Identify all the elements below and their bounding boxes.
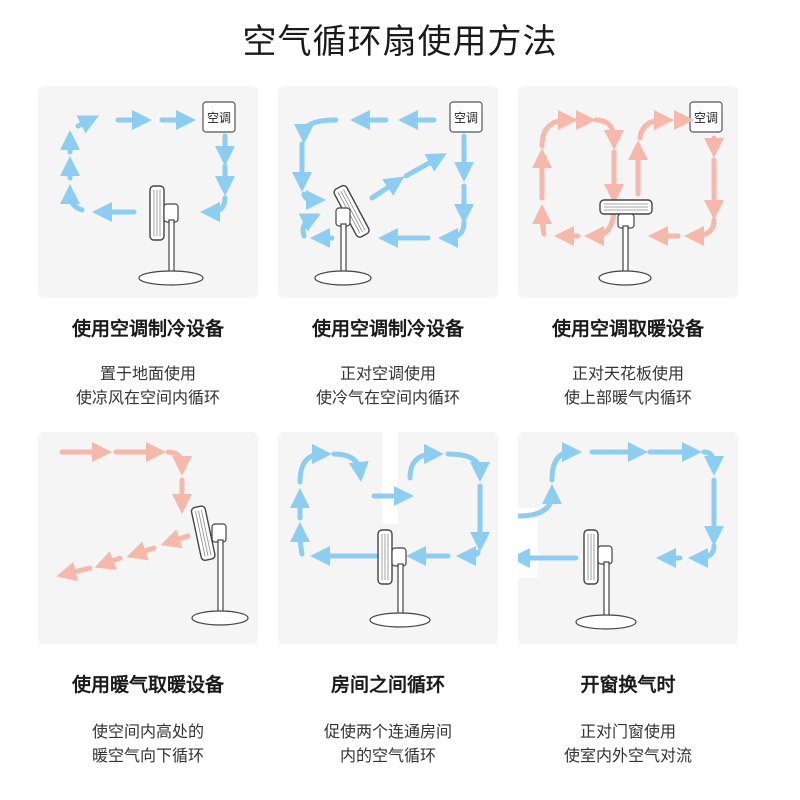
- card-title: 使用空调制冷设备: [71, 318, 224, 340]
- card-desc-line1: 使空间内高处的: [91, 722, 204, 741]
- illustration-radiator-heating: [56, 442, 249, 626]
- card-desc-line1: 正对门窗使用: [579, 722, 676, 741]
- cool-airflow-arrows: [290, 444, 490, 566]
- room-wall-divider: [382, 432, 398, 524]
- card-desc-line2: 使凉风在空间内循环: [75, 388, 220, 407]
- air-ac-unit: 空调: [689, 101, 723, 133]
- card-desc-line1: 促使两个连通房间: [323, 722, 452, 741]
- circulator-fan-icon: [190, 505, 249, 626]
- usage-card-room-to-room: [278, 432, 498, 644]
- illustration-window-ventilation: [518, 442, 724, 630]
- illustration-face-ac: 空调: [292, 101, 483, 286]
- card-title: 使用空调取暖设备: [551, 318, 704, 340]
- window-opening: [518, 508, 538, 578]
- card-title: 房间之间循环: [330, 674, 445, 696]
- usage-card-floor-cooling: 空调: [38, 86, 258, 298]
- circulator-fan-icon: [369, 529, 431, 628]
- circulator-fan-icon: [598, 199, 653, 286]
- circulator-fan-icon: [314, 184, 372, 286]
- cool-airflow-arrows: [292, 110, 474, 248]
- ac-label: 空调: [454, 111, 478, 125]
- usage-card-ceiling-heating: 空调: [518, 86, 738, 298]
- card-desc-line2: 使冷气在空间内循环: [315, 388, 460, 407]
- illustration-floor-cooling: 空调: [60, 101, 236, 286]
- circulator-fan-icon: [138, 185, 204, 286]
- card-desc-line1: 正对天花板使用: [571, 364, 684, 383]
- card-title: 使用空调制冷设备: [311, 318, 464, 340]
- card-desc-line1: 置于地面使用: [99, 364, 196, 383]
- air-ac-unit: 空调: [202, 101, 236, 133]
- illustration-room-to-room: [290, 432, 490, 628]
- warm-airflow-arrows: [56, 442, 192, 582]
- illustration-ceiling-heating: 空调: [532, 101, 724, 286]
- cool-airflow-arrows: [518, 442, 724, 568]
- card-desc-line2: 内的空气循环: [339, 746, 436, 765]
- card-title: 使用暖气取暖设备: [71, 674, 224, 696]
- card-desc-line2: 使室内外空气对流: [563, 746, 692, 765]
- ac-label: 空调: [694, 111, 718, 125]
- usage-card-window-ventilation: [518, 432, 738, 644]
- cool-airflow-arrows: [60, 110, 235, 222]
- air-ac-unit: 空调: [449, 101, 483, 133]
- page-title: 空气循环扇使用方法: [242, 22, 558, 62]
- circulator-fan-icon: [575, 529, 637, 630]
- card-desc-line2: 暖空气向下循环: [91, 746, 204, 765]
- usage-card-face-ac: 空调: [278, 86, 498, 298]
- card-desc-line2: 使上部暖气内循环: [563, 388, 692, 407]
- card-desc-line1: 正对空调使用: [339, 364, 436, 383]
- card-title: 开窗换气时: [580, 674, 676, 696]
- ac-label: 空调: [207, 111, 231, 125]
- usage-card-radiator-heating: [38, 432, 258, 644]
